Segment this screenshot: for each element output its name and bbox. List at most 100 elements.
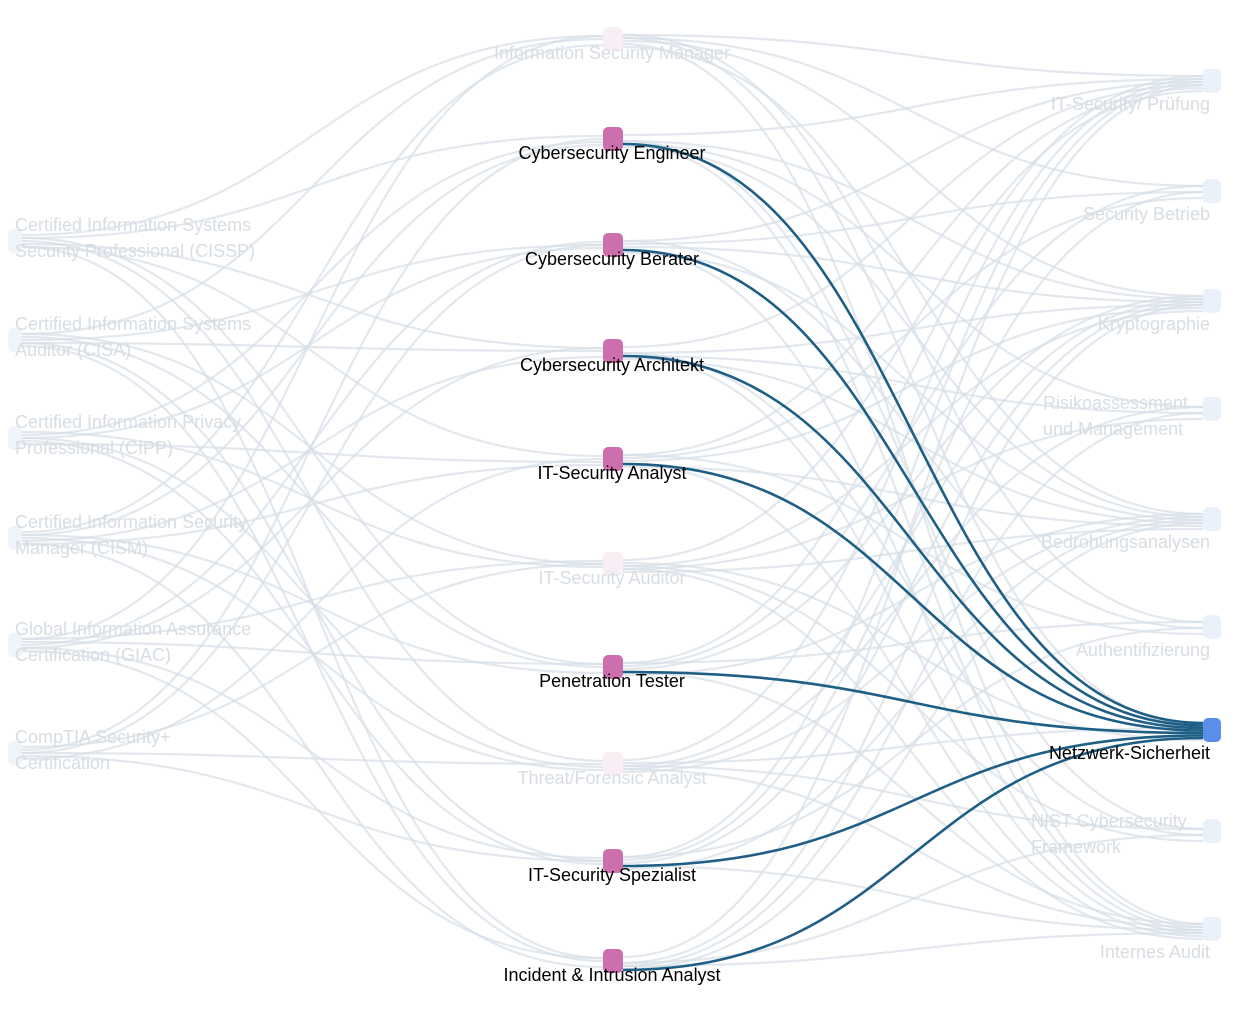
link-cissp-architekt — [21, 242, 604, 350]
link-secplus-analyst — [21, 457, 604, 761]
link-engineer-pruefung — [622, 77, 1204, 137]
role-node-berater[interactable] — [603, 233, 623, 257]
nodes-layer — [8, 27, 1221, 973]
role-node-architekt[interactable] — [603, 339, 623, 363]
link-berater-bedrohung — [622, 251, 1204, 522]
link-giac-auditor — [21, 559, 604, 641]
link-cisa-pentester — [21, 335, 604, 669]
link-cism-pentester — [21, 533, 604, 675]
link-architekt-pruefung — [622, 83, 1204, 349]
skill-node-auth[interactable] — [1203, 615, 1221, 639]
link-cissp-pentester — [21, 236, 604, 666]
cert-label-cissp: Certified Information Systems — [15, 215, 251, 235]
cert-label-cisa: Auditor (CISA) — [15, 340, 131, 360]
skill-node-nist[interactable] — [1203, 819, 1221, 843]
link-pentester-krypto — [622, 294, 1204, 671]
skill-label-betrieb: Security Betrieb — [1083, 204, 1210, 224]
cert-node-cisa[interactable] — [8, 328, 22, 352]
cert-label-cissp: Security Professional (CISSP) — [15, 241, 255, 261]
link-pentester-pruefung — [622, 74, 1204, 665]
highlighted-link-spezialist-netzwerk — [622, 734, 1204, 868]
link-cism-analyst — [21, 463, 604, 546]
link-incident-krypto — [622, 303, 1204, 965]
link-cism-ism — [21, 43, 604, 534]
skill-label-pruefung: IT-Security/ Prüfung — [1051, 94, 1210, 114]
link-giac-spezialist — [21, 646, 604, 860]
link-ism-bedrohung — [622, 45, 1204, 516]
cert-node-secplus[interactable] — [8, 741, 22, 765]
link-pentester-auth — [622, 620, 1204, 665]
role-node-forensic[interactable] — [603, 752, 623, 776]
link-engineer-bedrohung — [622, 145, 1204, 519]
link-cipp-berater — [21, 246, 604, 440]
link-incident-bedrohung — [622, 521, 1204, 971]
role-node-pentester[interactable] — [603, 655, 623, 679]
cert-node-cipp[interactable] — [8, 426, 22, 450]
role-label-pentester: Penetration Tester — [539, 671, 685, 691]
link-forensic-nist — [622, 764, 1204, 831]
link-spezialist-krypto — [622, 300, 1204, 865]
link-ism-betrieb — [622, 36, 1204, 188]
cert-node-cissp[interactable] — [8, 229, 22, 253]
link-ism-netzwerk — [622, 36, 1204, 727]
skill-label-bedrohung: Bedrohungsanalysen — [1041, 532, 1210, 552]
role-label-incident: Incident & Intrusion Analyst — [503, 965, 720, 985]
skill-node-audit[interactable] — [1203, 917, 1221, 941]
highlighted-link-architekt-netzwerk — [622, 354, 1204, 730]
cert-label-cism: Manager (CISM) — [15, 538, 148, 558]
skill-node-risiko[interactable] — [1203, 397, 1221, 421]
link-ism-krypto — [622, 39, 1204, 298]
skill-node-netzwerk[interactable] — [1203, 718, 1221, 742]
skill-node-pruefung[interactable] — [1203, 69, 1221, 93]
role-label-engineer: Cybersecurity Engineer — [518, 143, 705, 163]
link-forensic-audit — [622, 767, 1204, 929]
role-node-analyst[interactable] — [603, 447, 623, 471]
link-cissp-analyst — [21, 245, 604, 458]
role-node-incident[interactable] — [603, 949, 623, 973]
role-label-analyst: IT-Security Analyst — [537, 463, 686, 483]
role-label-ism: Information Security Manager — [494, 43, 730, 63]
link-secplus-engineer — [21, 137, 604, 752]
link-cipp-analyst — [21, 442, 604, 464]
link-forensic-risiko — [622, 405, 1204, 771]
link-cipp-forensic — [21, 436, 604, 769]
role-node-auditor[interactable] — [603, 552, 623, 576]
skill-node-betrieb[interactable] — [1203, 179, 1221, 203]
skill-node-bedrohung[interactable] — [1203, 507, 1221, 531]
cert-label-giac: Global Information Assurance — [15, 619, 251, 639]
link-spezialist-pruefung — [622, 80, 1204, 859]
skill-label-auth: Authentifizierung — [1076, 640, 1210, 660]
link-pentester-betrieb — [622, 184, 1204, 668]
role-label-forensic: Threat/Forensic Analyst — [517, 768, 706, 788]
highlighted-link-analyst-netzwerk — [622, 462, 1204, 732]
link-cisa-architekt — [21, 341, 604, 353]
link-pentester-bedrohung — [622, 512, 1204, 677]
cert-node-giac[interactable] — [8, 633, 22, 657]
link-engineer-audit — [622, 142, 1204, 929]
link-architekt-bedrohung — [622, 357, 1204, 525]
link-forensic-bedrohung — [622, 515, 1204, 774]
link-forensic-pruefung — [622, 77, 1204, 762]
cert-label-secplus: CompTIA Security+ — [15, 727, 171, 747]
cert-label-cism: Certified Information Security — [15, 512, 247, 532]
link-berater-krypto — [622, 245, 1204, 304]
role-node-engineer[interactable] — [603, 127, 623, 151]
link-berater-audit — [622, 248, 1204, 932]
highlighted-link-berater-netzwerk — [622, 248, 1204, 727]
role-node-spezialist[interactable] — [603, 849, 623, 873]
link-spezialist-betrieb — [622, 190, 1204, 862]
link-giac-incident — [21, 649, 604, 960]
cert-node-cism[interactable] — [8, 526, 22, 550]
skill-node-krypto[interactable] — [1203, 289, 1221, 313]
link-secplus-auditor — [21, 562, 604, 749]
link-cissp-ism — [21, 34, 604, 237]
faded-links-layer — [21, 33, 1204, 971]
link-spezialist-bedrohung — [622, 518, 1204, 871]
link-giac-pentester — [21, 640, 604, 666]
role-node-ism[interactable] — [603, 27, 623, 51]
role-label-spezialist: IT-Security Spezialist — [528, 865, 696, 885]
role-label-architekt: Cybersecurity Architekt — [520, 355, 704, 375]
skill-label-risiko: und Management — [1043, 419, 1183, 439]
